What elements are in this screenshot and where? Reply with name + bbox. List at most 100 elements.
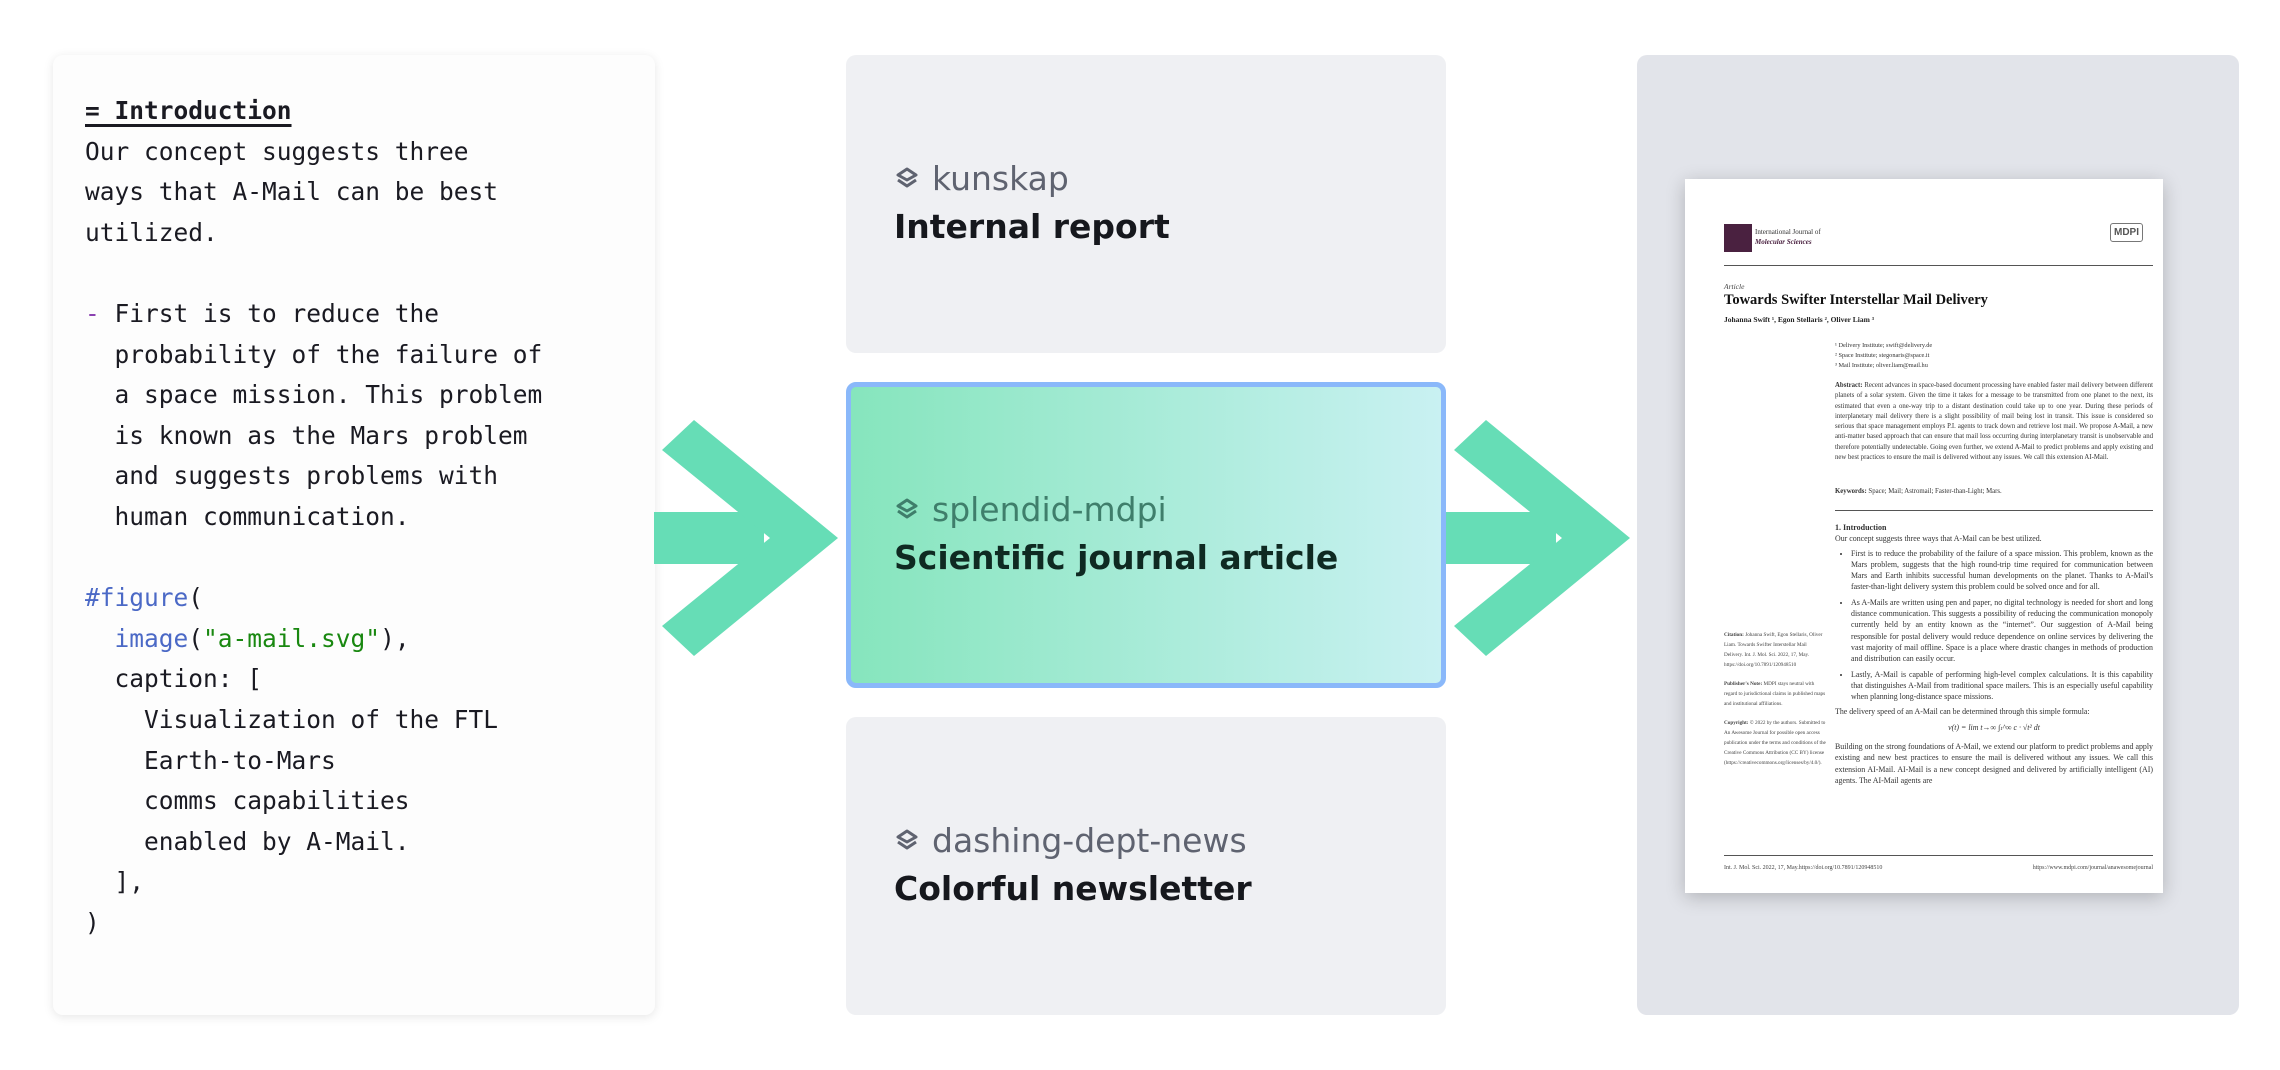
section-heading: 1. Introduction [1835, 523, 1887, 532]
journal-line1: International Journal of [1755, 228, 1821, 236]
code-token: Visualization of the FTL [85, 704, 499, 734]
code-token: human communication. [85, 501, 410, 531]
code-line [85, 538, 655, 579]
arrow-right-icon [1446, 420, 1630, 656]
affiliation: ¹ Delivery Institute; swift@delivery.de [1835, 342, 1933, 349]
abstract-text: Recent advances in space-based document … [1835, 382, 2153, 462]
divider [1835, 510, 2153, 511]
template-name: splendid-mdpi [894, 488, 1441, 532]
template-title: Internal report [894, 207, 1170, 246]
code-token: ], [85, 867, 145, 897]
code-token: - [85, 298, 115, 328]
affiliation: ² Space Institute; stegonaris@space.it [1835, 352, 1930, 359]
code-token: caption: [ [85, 664, 263, 694]
template-name-text: dashing-dept-news [932, 821, 1247, 860]
formula: v(t) = lim t→∞ ∫ₜ^∞ c · √t² dt [1948, 722, 2040, 732]
template-name: kunskap [894, 157, 1446, 201]
code-token: ), [380, 623, 410, 653]
keywords-label: Keywords: [1835, 488, 1867, 495]
citation-label: Citation: [1724, 632, 1744, 638]
code-token: ) [85, 907, 100, 937]
intro-paragraph: Our concept suggests three ways that A-M… [1835, 534, 2042, 544]
code-token: utilized. [85, 217, 218, 247]
code-token [85, 624, 115, 653]
layers-icon [896, 167, 918, 188]
code-line: Earth-to-Mars [85, 741, 655, 782]
article-preview-page: International Journal of Molecular Scienc… [1685, 179, 2163, 893]
code-token: image [114, 623, 189, 653]
footer-doi: Int. J. Mol. Sci. 2022, 17, May.https://… [1724, 865, 1883, 871]
copyright-text: © 2022 by the authors. Submitted to An A… [1724, 720, 1826, 766]
code-line: a space mission. This problem [85, 375, 655, 416]
journal-line2: Molecular Sciences [1755, 238, 1812, 246]
journal-logo-icon [1724, 224, 1752, 252]
list-item: Lastly, A-Mail is capable of performing … [1851, 669, 2153, 703]
code-line: is known as the Mars problem [85, 416, 655, 457]
list-item: As A-Mails are written using pen and pap… [1851, 597, 2153, 665]
code-token: ( [188, 623, 204, 653]
article-kind: Article [1724, 282, 1745, 291]
paper-title: Towards Swifter Interstellar Mail Delive… [1724, 292, 1988, 308]
code-token: enabled by A-Mail. [85, 826, 410, 856]
code-line: ways that A-Mail can be best [85, 172, 655, 213]
code-token: ways that A-Mail can be best [85, 177, 499, 207]
code-line: Visualization of the FTL [85, 700, 655, 741]
template-name-text: kunskap [932, 159, 1069, 198]
template-name: dashing-dept-news [894, 819, 1446, 863]
divider [1724, 265, 2153, 266]
code-line: caption: [ [85, 659, 655, 700]
code-line: probability of the failure of [85, 335, 655, 376]
affiliation: ³ Mail Institute; oliver.liam@mail.hu [1835, 362, 1928, 369]
code-line: comms capabilities [85, 781, 655, 822]
code-token: "a-mail.svg" [203, 623, 381, 653]
code-token: and suggests problems with [85, 461, 499, 491]
main-column: 1. Introduction Our concept suggests thr… [1835, 522, 2153, 789]
affiliations: ¹ Delivery Institute; swift@delivery.de … [1835, 341, 1932, 371]
publisher-note-label: Publisher's Note: [1724, 681, 1763, 687]
code-token: Earth-to-Mars [85, 745, 336, 775]
template-title: Scientific journal article [894, 538, 1339, 577]
keywords: Keywords: Space; Mail; Astromail; Faster… [1835, 488, 2153, 495]
code-token: = Introduction [85, 96, 292, 125]
template-name-text: splendid-mdpi [932, 490, 1167, 529]
code-token: is known as the Mars problem [85, 420, 528, 450]
code-line: = Introduction [85, 91, 655, 132]
copyright-label: Copyright: [1724, 720, 1749, 726]
divider [1724, 855, 2153, 856]
code-line: #figure( [85, 578, 655, 619]
citation-text: Johanna Swift, Egon Stellaris, Oliver Li… [1724, 632, 1823, 668]
paper-authors: Johanna Swift ¹, Egon Stellaris ², Olive… [1724, 315, 1874, 324]
code-token: a space mission. This problem [85, 380, 543, 410]
code-token: Our concept suggests three [85, 136, 469, 166]
mdpi-logo: MDPI [2110, 223, 2143, 242]
code-line: human communication. [85, 497, 655, 538]
code-token: #figure [85, 583, 189, 613]
code-line [85, 253, 655, 294]
closing-paragraph: Building on the strong foundations of A-… [1835, 742, 2153, 785]
bullet-list: First is to reduce the probability of th… [1835, 548, 2153, 703]
code-token: ( [188, 583, 204, 613]
code-line: image("a-mail.svg"), [85, 619, 655, 660]
arrow-right-icon [654, 420, 838, 656]
footer-url: https://www.mdpi.com/journal/anawesomejo… [2032, 865, 2153, 871]
code-line: ) [85, 903, 655, 944]
code-line: utilized. [85, 213, 655, 254]
keywords-text: Space; Mail; Astromail; Faster-than-Ligh… [1868, 488, 2002, 495]
code-line: - First is to reduce the [85, 294, 655, 335]
abstract-label: Abstract: [1835, 382, 1863, 389]
code-line: and suggests problems with [85, 456, 655, 497]
code-token: First is to reduce the [114, 298, 440, 328]
layers-icon [896, 498, 918, 519]
code-token: probability of the failure of [85, 339, 543, 369]
code-token: comms capabilities [85, 786, 410, 816]
formula-intro: The delivery speed of an A-Mail can be d… [1835, 707, 2090, 717]
layers-icon [896, 829, 918, 850]
publisher-note-text: MDPI stays neutral with regard to jurisd… [1724, 681, 1826, 707]
list-item: First is to reduce the probability of th… [1851, 548, 2153, 593]
code-line: ], [85, 862, 655, 903]
journal-name: International Journal of Molecular Scienc… [1755, 227, 1821, 247]
